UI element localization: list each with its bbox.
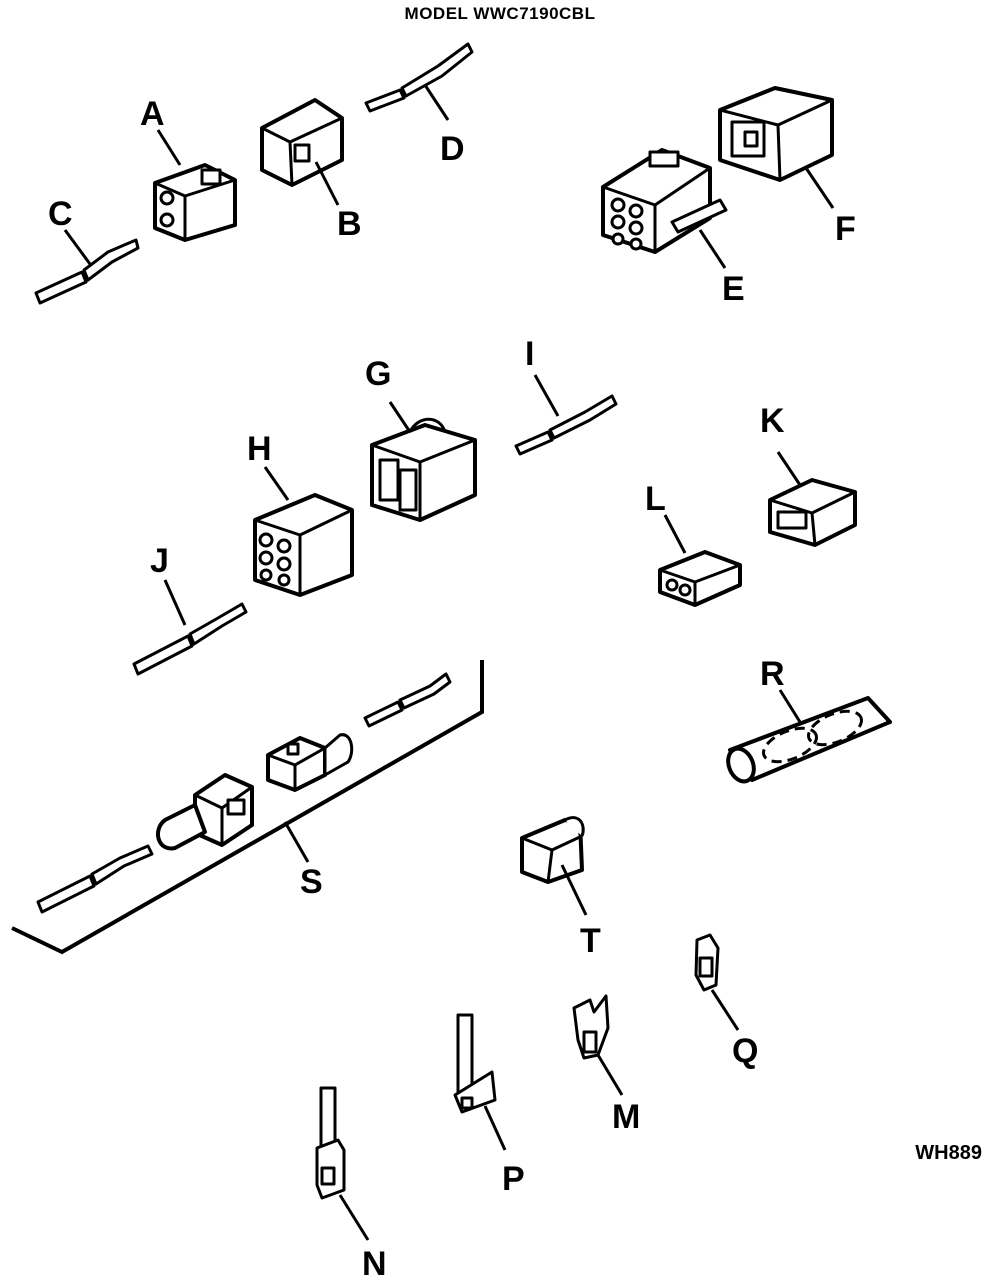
label-n: N xyxy=(362,1245,387,1280)
part-n-terminal xyxy=(315,1086,370,1241)
part-r-shrink-tube xyxy=(726,689,892,784)
part-p-terminal xyxy=(453,1013,507,1151)
label-f: F xyxy=(835,210,856,248)
part-k-connector-housing xyxy=(768,451,857,547)
part-t-clip xyxy=(520,816,588,916)
part-j-terminal xyxy=(132,579,248,676)
label-t: T xyxy=(580,922,601,960)
part-b-connector-housing xyxy=(260,98,344,206)
label-a: A xyxy=(140,95,165,133)
page-title: MODEL WWC7190CBL xyxy=(404,4,596,23)
part-f-socket-housing xyxy=(718,86,835,209)
part-l-connector-housing xyxy=(658,514,742,607)
label-p: P xyxy=(502,1160,525,1198)
part-e-multipin-housing xyxy=(601,148,728,269)
label-i: I xyxy=(525,335,534,373)
label-h: H xyxy=(247,430,272,468)
part-s-connector-kit xyxy=(11,660,484,955)
part-d-terminal xyxy=(364,42,474,121)
part-c-terminal xyxy=(34,229,140,305)
part-q-terminal xyxy=(694,933,740,1031)
label-r: R xyxy=(760,655,785,693)
label-d: D xyxy=(440,130,465,168)
part-i-terminal xyxy=(514,374,618,456)
label-l: L xyxy=(645,480,666,518)
label-g: G xyxy=(365,355,391,393)
label-b: B xyxy=(337,205,362,243)
label-m: M xyxy=(612,1098,640,1136)
part-h-multipin-housing xyxy=(253,466,354,597)
drawing-code: WH889 xyxy=(915,1142,982,1164)
part-a-connector-housing xyxy=(153,129,237,242)
label-s: S xyxy=(300,863,323,901)
label-c: C xyxy=(48,195,73,233)
part-m-terminal xyxy=(572,994,624,1096)
part-g-connector-housing xyxy=(370,401,477,522)
label-q: Q xyxy=(732,1032,758,1070)
label-e: E xyxy=(722,270,745,308)
label-j: J xyxy=(150,542,169,580)
label-k: K xyxy=(760,402,785,440)
